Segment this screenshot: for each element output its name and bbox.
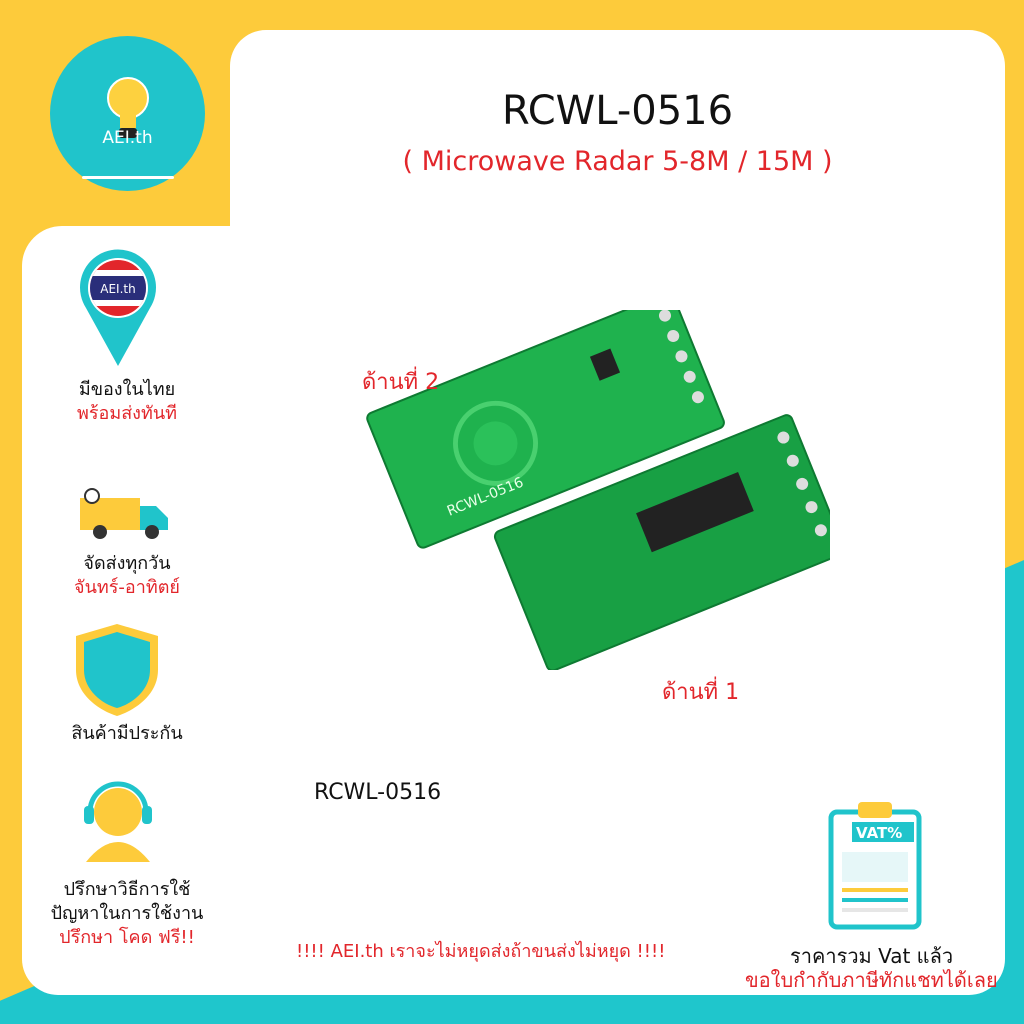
location-pin-thai-flag-icon: AEI.th [80, 249, 156, 366]
shipping-banner: !!!! AEI.th เราจะไม่หยุดส่งถ้าขนส่งไม่หย… [296, 941, 666, 962]
model-label: RCWL-0516 [314, 780, 442, 805]
vat-line-2: ขอใบกำกับภาษีทักแชทได้เลย [745, 968, 998, 992]
shield-icon [76, 624, 158, 716]
brand-logo: AEI.th [50, 36, 205, 191]
headset-support-icon [84, 781, 152, 862]
svg-text:VAT%: VAT% [856, 824, 902, 842]
feature-1-line2: พร้อมส่งทันที [76, 403, 178, 424]
feature-3-line1: สินค้ามีประกัน [71, 723, 183, 744]
vat-clipboard-icon: VAT% [828, 802, 922, 930]
delivery-truck-icon [80, 488, 168, 539]
svg-text:AEI.th: AEI.th [100, 282, 135, 296]
feature-4-line1: ปรึกษาวิธีการใช้ [63, 879, 191, 900]
logo-wave [82, 176, 174, 179]
feature-4-line1b: ปัญหาในการใช้งาน [50, 903, 204, 924]
feature-4-line2: ปรึกษา โคด ฟรี!! [59, 927, 195, 948]
page-subtitle: ( Microwave Radar 5-8M / 15M ) [402, 146, 833, 177]
feature-2-line2: จันทร์-อาทิตย์ [74, 577, 180, 598]
feature-1-line1: มีของในไทย [78, 379, 176, 400]
page-title: RCWL-0516 [501, 88, 734, 134]
feature-2-line1: จัดส่งทุกวัน [83, 553, 171, 574]
lightbulb-icon [107, 77, 149, 138]
side-1-label: ด้านที่ 1 [662, 680, 740, 705]
vat-line-1: ราคารวม Vat แล้ว [790, 944, 954, 968]
brand-name: AEI.th [102, 128, 153, 148]
product-photo-pcb: RCWL-0516 [366, 310, 830, 670]
side-2-label: ด้านที่ 2 [362, 370, 440, 395]
